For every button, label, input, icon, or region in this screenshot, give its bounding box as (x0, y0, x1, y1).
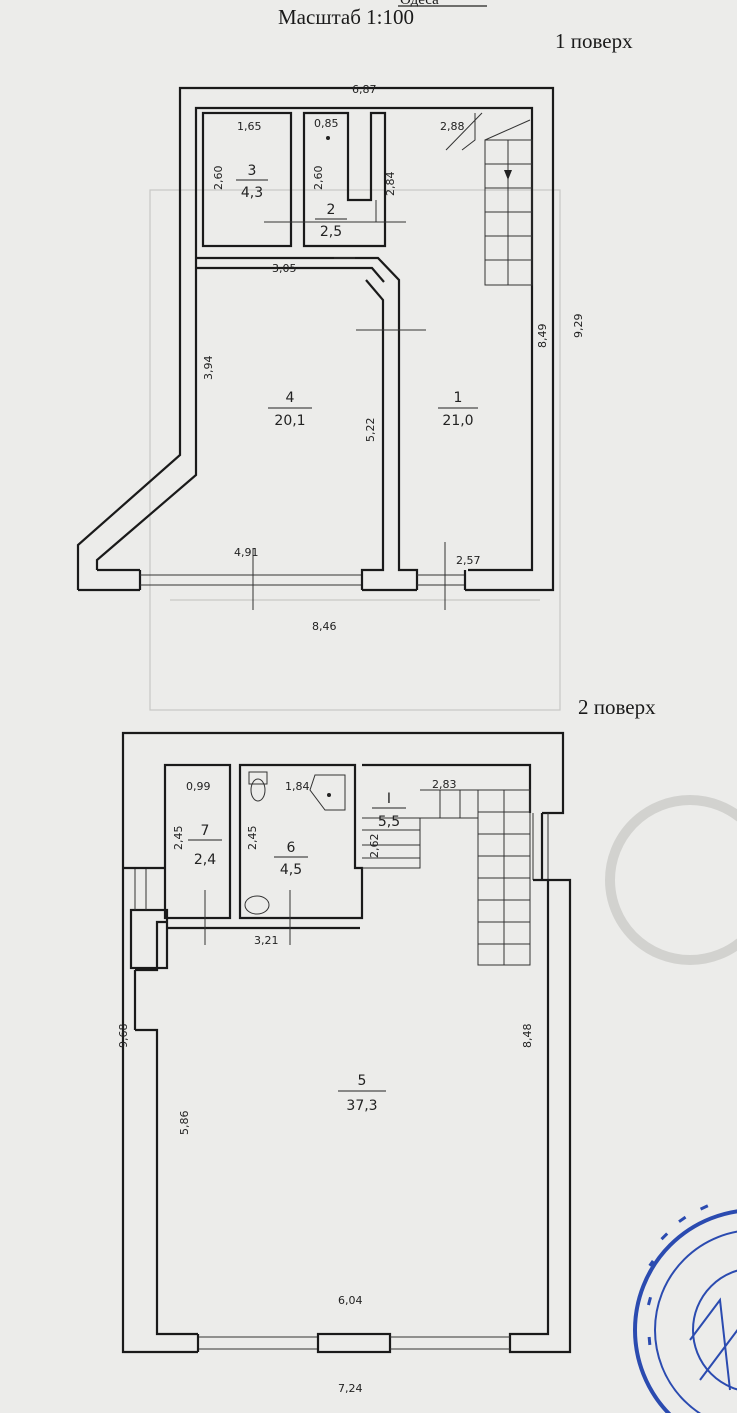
dim2-stair-h: 2,62 (368, 834, 381, 859)
official-stamp (633, 1204, 737, 1413)
dim-room4-bottom: 4,91 (234, 546, 259, 559)
dim-room4-w: 3,05 (272, 262, 297, 275)
dim-room1-bottom: 2,57 (456, 554, 481, 567)
room-2-label: 2 2,5 (315, 202, 347, 240)
floor2-title: 2 поверх (578, 695, 656, 719)
dim-room1-h: 8,49 (536, 324, 549, 349)
room-I-label: I 5,5 (372, 791, 406, 830)
room-1-label: 1 21,0 (438, 390, 478, 429)
room-3-area: 4,3 (241, 185, 263, 201)
room-7-area: 2,4 (194, 852, 216, 868)
dim-overall-w: 8,46 (312, 620, 337, 633)
ghost-lines (149, 189, 561, 711)
room-7-label: 7 2,4 (188, 823, 222, 868)
floor1-plan (76, 86, 555, 610)
room-3-number: 3 (248, 163, 257, 179)
dim2-room5-lh: 5,86 (178, 1111, 191, 1136)
dim2-room6-w: 1,84 (285, 780, 310, 793)
room-5-label: 5 37,3 (338, 1073, 386, 1114)
dim2-room7-h: 2,45 (172, 826, 185, 851)
dim-partition: 2,84 (384, 172, 397, 197)
dim2-room5-rh: 8,48 (521, 1024, 534, 1049)
dim2-stair-w: 2,83 (432, 778, 457, 791)
room-7-number: 7 (201, 823, 210, 839)
floor2-plan (121, 731, 572, 1354)
floor1-title: 1 поверх (555, 29, 633, 53)
dim-outer-h: 9,29 (572, 314, 585, 339)
ghost-stamp (605, 795, 737, 965)
room-1-area: 21,0 (442, 413, 473, 429)
dim-room2-w: 0,85 (314, 117, 339, 130)
dim-room4-h: 3,94 (202, 356, 215, 381)
room-5-area: 37,3 (346, 1098, 377, 1114)
room-6-number: 6 (287, 840, 296, 856)
dim2-outer-h: 9,68 (117, 1024, 130, 1049)
room-4-number: 4 (286, 390, 295, 406)
dim2-room6-h: 2,45 (246, 826, 259, 851)
dim-stair-w: 2,88 (440, 120, 465, 133)
room-4-label: 4 20,1 (268, 390, 312, 429)
floor1-dimensions: 6,87 1,65 0,85 2,88 2,60 2,60 2,84 3,05 … (202, 83, 585, 633)
room-4-area: 20,1 (274, 413, 305, 429)
dim2-overall-w: 7,24 (338, 1382, 363, 1395)
dim-room3-h: 2,60 (212, 166, 225, 191)
room-5-number: 5 (358, 1073, 367, 1089)
header-fragment: Одеса (400, 0, 439, 8)
room-2-area: 2,5 (320, 224, 342, 240)
room-6-area: 4,5 (280, 862, 302, 878)
dim-top-width: 6,87 (352, 83, 377, 96)
room-2-number: 2 (327, 202, 336, 218)
room-1-number: 1 (454, 390, 463, 406)
dim2-wc-w: 3,21 (254, 934, 279, 947)
room-I-area: 5,5 (378, 814, 400, 830)
dim2-room5-w: 6,04 (338, 1294, 363, 1307)
floor1-room-labels: 1 21,0 2 2,5 3 4,3 4 20,1 (236, 163, 478, 429)
floor2-dimensions: 0,99 1,84 2,83 2,45 2,45 2,62 3,21 9,68 … (117, 778, 534, 1395)
floor2-room-labels: I 5,5 5 37,3 6 4,5 7 2,4 (188, 791, 406, 1114)
dim-room3-w: 1,65 (237, 120, 262, 133)
dim-wall-mid: 5,22 (364, 418, 377, 443)
scale-label: Масштаб 1:100 (278, 5, 414, 29)
room-3-label: 3 4,3 (236, 163, 268, 201)
room-I-number: I (387, 791, 391, 807)
dim-room2-h: 2,60 (312, 166, 325, 191)
dim2-room7-w: 0,99 (186, 780, 211, 793)
room-6-label: 6 4,5 (274, 840, 308, 878)
